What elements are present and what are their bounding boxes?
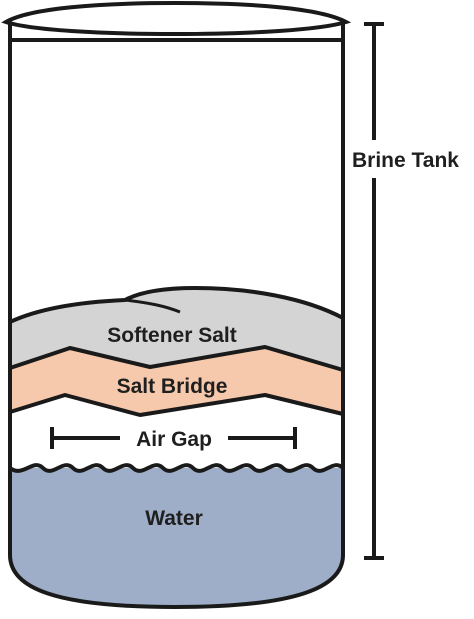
salt-bridge-label: Salt Bridge [117,375,228,398]
water-surface-line [8,463,345,473]
salt-mound-edge [124,298,181,314]
tank-rim [1,0,352,37]
brine-tank-label: Brine Tank [352,149,459,172]
salt-bridge-layer [10,347,343,415]
salt-bridge-bottom-line [9,393,344,417]
air-gap-label: Air Gap [136,428,212,451]
softener-salt-top-line [9,285,344,324]
softener-salt-label: Softener Salt [107,324,237,347]
salt-bridge-top-line [9,345,344,372]
softener-salt-layer [10,288,343,370]
water-layer [10,465,343,607]
air-gap-layer [10,395,343,468]
tank-body [8,22,345,609]
water-label: Water [145,507,203,530]
